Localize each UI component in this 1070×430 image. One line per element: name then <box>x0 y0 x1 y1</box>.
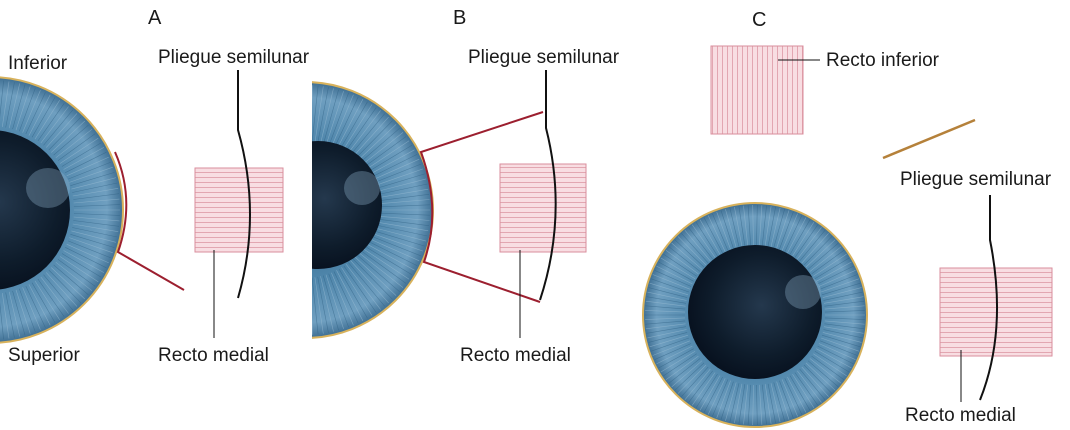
iris-fiber <box>292 278 298 335</box>
iris-fiber <box>214 124 256 163</box>
panel-a-letter: A <box>148 8 161 28</box>
panel-a <box>0 70 283 343</box>
iris-fiber <box>243 269 272 318</box>
medial-rectus-label-a: Recto medial <box>158 346 269 365</box>
iris-fiber <box>257 95 279 148</box>
panel-b-letter: B <box>453 8 466 28</box>
iris-fiber <box>247 270 273 321</box>
iris-fiber <box>243 102 272 151</box>
iris-fiber <box>266 275 284 329</box>
iris-fiber <box>287 277 295 333</box>
iris-fiber <box>271 90 286 145</box>
iris-fiber <box>297 278 301 335</box>
iris-fiber <box>302 85 303 142</box>
superior-label: Superior <box>8 346 80 365</box>
panel-c <box>643 46 1052 427</box>
panel-c-letter: C <box>752 10 766 30</box>
iris-fiber <box>234 266 267 313</box>
iris-fiber <box>221 261 259 303</box>
iris-fiber <box>292 86 298 143</box>
iris-fiber <box>210 128 253 165</box>
iris-fiber <box>302 278 303 335</box>
pupil-c <box>688 245 822 379</box>
conjunctiva-line-c <box>883 120 975 158</box>
medial-rectus-label-b: Recto medial <box>460 346 571 365</box>
conjunctiva-line-a <box>115 152 184 290</box>
iris-fiber <box>257 273 279 326</box>
iris-fiber <box>282 87 293 143</box>
semilunar-fold-label-b: Pliegue semilunar <box>468 48 619 67</box>
pupil-highlight-a <box>26 168 70 208</box>
iris-fiber <box>229 110 264 155</box>
iris-fiber <box>277 88 290 144</box>
iris-fiber <box>271 276 286 331</box>
iris-fiber <box>229 264 264 309</box>
iris-fiber <box>247 99 273 150</box>
iris-fiber <box>214 257 256 296</box>
iris-fiber <box>277 276 290 332</box>
iris-fiber <box>306 85 307 142</box>
iris-fiber <box>238 267 269 315</box>
pupil-highlight-b <box>344 171 380 205</box>
inferior-label: Inferior <box>8 54 67 73</box>
iris-fiber <box>218 259 258 300</box>
iris-fiber <box>306 278 307 335</box>
iris-fiber <box>266 91 284 145</box>
inferior-rectus-muscle-c <box>711 46 803 134</box>
iris-fiber <box>297 85 301 142</box>
iris-fiber <box>282 277 293 333</box>
medial-rectus-label-c: Recto medial <box>905 406 1016 425</box>
iris-fiber <box>287 86 295 142</box>
iris-fiber <box>252 97 276 149</box>
inferior-rectus-label-c: Recto inferior <box>826 51 939 70</box>
iris-fiber <box>261 93 281 147</box>
pupil-highlight-c <box>785 275 821 309</box>
iris-fiber <box>261 274 281 328</box>
semilunar-fold-label-c: Pliegue semilunar <box>900 170 1051 189</box>
iris-fiber <box>225 262 261 306</box>
medial-rectus-muscle-a <box>195 168 283 252</box>
iris-fiber <box>252 272 276 324</box>
semilunar-fold-label-a: Pliegue semilunar <box>158 48 309 67</box>
medial-rectus-muscle-b <box>500 164 586 252</box>
